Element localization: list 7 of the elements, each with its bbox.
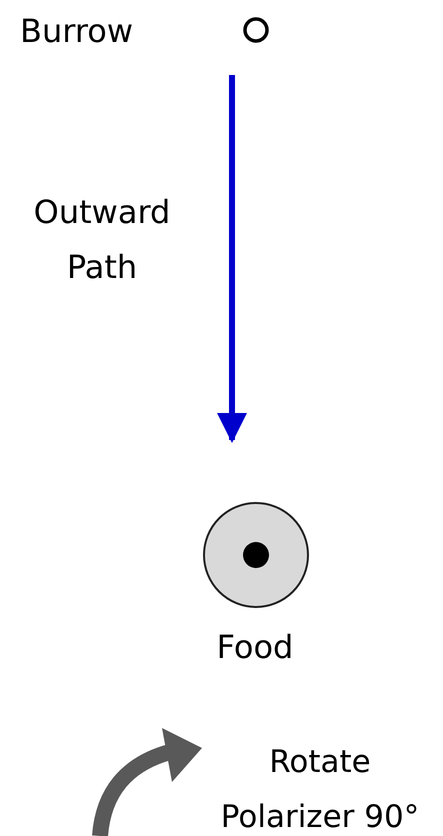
instruction-text: Rotate Polarizer 90° — [220, 743, 420, 836]
burrow-marker — [241, 15, 271, 45]
edge-label: Outward Path — [32, 192, 172, 288]
food-marker — [201, 500, 311, 610]
arrow — [217, 75, 247, 443]
node-caption: Burrow — [20, 11, 134, 52]
node-caption: Food — [216, 627, 294, 668]
